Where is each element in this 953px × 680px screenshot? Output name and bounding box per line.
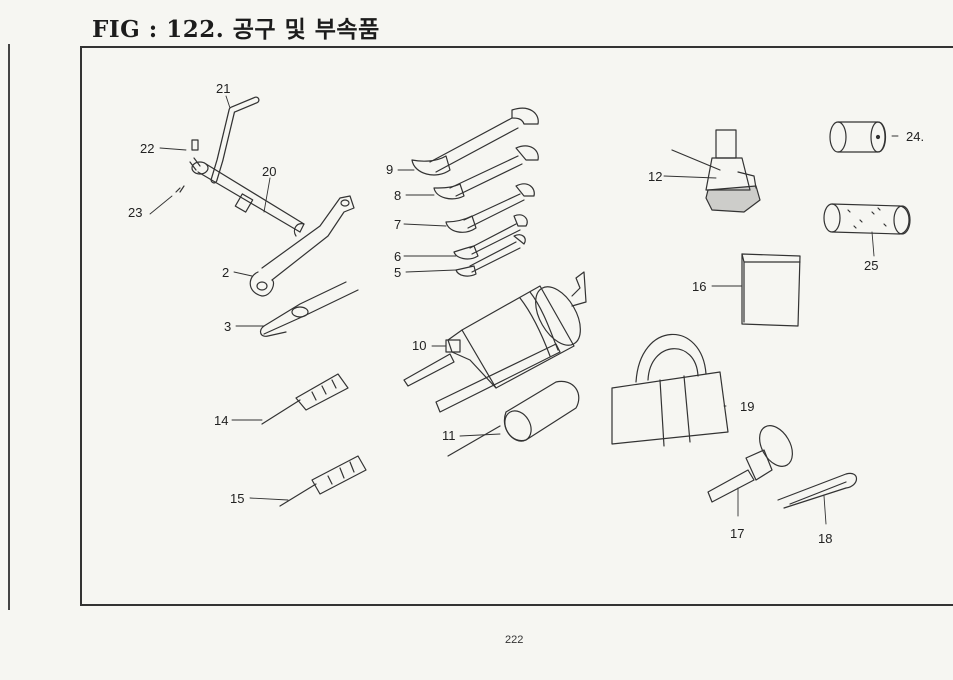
- screwdriver-15: [279, 455, 367, 507]
- callout-20: 20: [262, 164, 276, 179]
- callout-10: 10: [412, 338, 426, 353]
- lock-pin: [707, 425, 793, 503]
- t-handle-wrench: [175, 96, 305, 237]
- callout-9: 9: [386, 162, 393, 177]
- filter-element-25: [823, 203, 911, 235]
- wrench-6: [453, 214, 528, 260]
- pliers: [259, 281, 359, 337]
- figure-frame: [80, 46, 953, 606]
- l-wrench: [249, 195, 355, 297]
- wrench-5: [455, 234, 526, 277]
- wrench-9: [411, 107, 539, 176]
- screwdriver-14: [261, 373, 349, 425]
- callout-22: 22: [140, 141, 154, 156]
- figure-title: FIG : 122. 공구 및 부속품: [92, 16, 380, 43]
- callout-21: 21: [216, 81, 230, 96]
- owner-manual: [741, 253, 801, 327]
- callout-14: 14: [214, 413, 228, 428]
- callout-5: 5: [394, 265, 401, 280]
- hairpin-clip: [777, 472, 858, 509]
- grease-nozzle: [447, 380, 580, 457]
- callout-15: 15: [230, 491, 244, 506]
- page-number: 222: [505, 634, 524, 646]
- left-margin-rule: [0, 44, 10, 610]
- leader-lines: [149, 95, 899, 525]
- callout-6: 6: [394, 249, 401, 264]
- callout-12: 12: [648, 169, 662, 184]
- wrench-7: [445, 183, 535, 233]
- callout-25: 25: [864, 258, 878, 273]
- callout-23: 23: [128, 205, 142, 220]
- wrench-8: [433, 145, 539, 200]
- callout-17: 17: [730, 526, 744, 541]
- callout-18: 18: [818, 531, 832, 546]
- callout-16: 16: [692, 279, 706, 294]
- callout-19: 19: [740, 399, 754, 414]
- callout-7: 7: [394, 217, 401, 232]
- tool-bag: [611, 333, 729, 447]
- grease-gun: [403, 271, 587, 413]
- callout-11: 11: [442, 428, 456, 443]
- callout-3: 3: [224, 319, 231, 334]
- callout-2: 2: [222, 265, 229, 280]
- callout-24: 24.: [906, 129, 924, 144]
- callout-8: 8: [394, 188, 401, 203]
- hydraulic-jack: [671, 129, 761, 213]
- filter-element-24: [829, 121, 887, 153]
